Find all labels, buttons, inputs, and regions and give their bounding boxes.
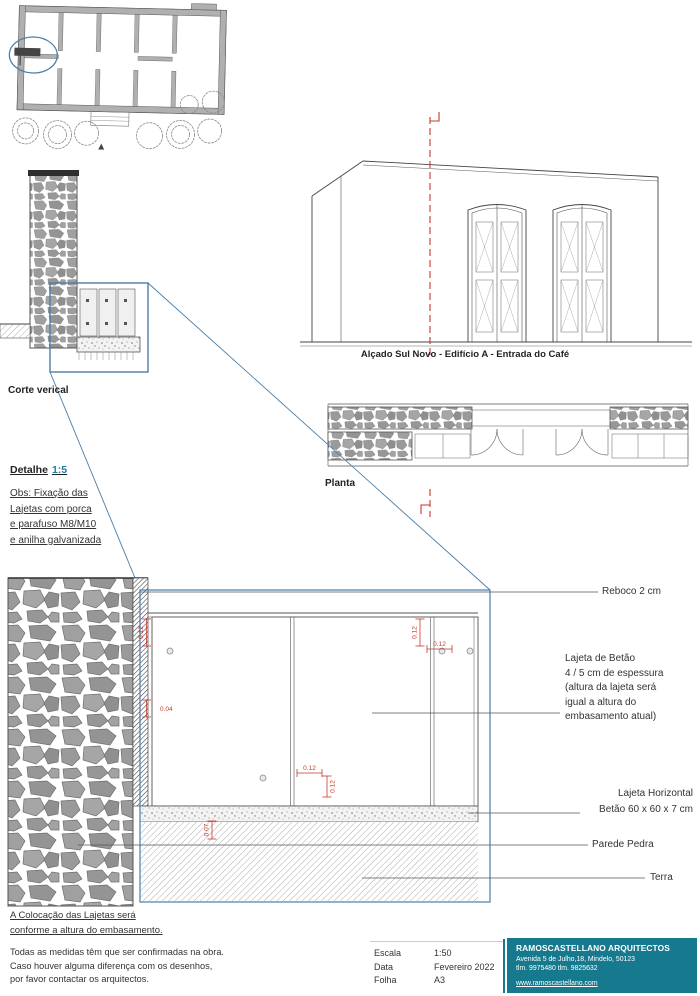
titleblock-divider xyxy=(370,941,504,942)
escala-value: 1:50 xyxy=(434,948,452,958)
lajeta-betao-line-1: Lajeta de Betão xyxy=(565,653,636,664)
tree-symbols xyxy=(12,90,225,150)
titleblock-separator xyxy=(503,939,505,993)
company-name: RAMOSCASTELLANO ARQUITECTOS xyxy=(516,943,670,953)
lajeta-horizontal-annotation: Lajeta Horizontal Betão 60 x 60 x 7 cm xyxy=(553,786,693,817)
lajeta-row-plan xyxy=(414,433,689,459)
escala-label: Escala xyxy=(374,948,402,958)
terra-annotation: Terra xyxy=(650,872,673,883)
data-value: Fevereiro 2022 xyxy=(434,961,495,972)
lajeta-betao-line-5: embasamento atual) xyxy=(565,711,657,723)
titleblock-meta: Escala 1:50 Data Fevereiro 2022 Folha A3 xyxy=(374,948,495,985)
medidas-line-1: Todas as medidas têm que ser confirmadas… xyxy=(10,947,224,957)
floor-plan-drawing xyxy=(8,3,227,150)
company-website-link[interactable]: www.ramoscastellano.com xyxy=(516,980,598,987)
stone-wall xyxy=(7,577,134,907)
dim-left-004: 0.04 xyxy=(160,706,173,713)
detalhe-scale: 1:5 xyxy=(51,464,68,476)
dimension-lines xyxy=(142,618,453,840)
reboco-annotation: Reboco 2 cm xyxy=(602,586,661,597)
company-address: Avenida 5 de Julho,18, Mindelo, 50123 xyxy=(516,955,636,963)
door-right xyxy=(552,204,612,342)
obs-line-3: e parafuso M8/M10 xyxy=(10,519,97,530)
medidas-line-3: por favor contactar os arquitectos. xyxy=(10,974,149,984)
dim-bottom-mid-horizontal: 0.12 xyxy=(303,765,316,772)
data-label: Data xyxy=(374,961,394,972)
detail-reference-circle xyxy=(8,36,58,74)
detail-drawing: 0.12 0.04 0.12 0.12 0.12 0.12 0.07 xyxy=(7,577,645,907)
planta-label: Planta xyxy=(325,478,356,489)
obs-line-2: Lajetas com porca xyxy=(10,503,92,515)
lajeta-panels-detail xyxy=(148,612,479,807)
door-swing-arcs xyxy=(470,428,609,456)
corte-vertical-drawing xyxy=(0,170,141,360)
obs-line-1: Obs: Fixação das xyxy=(10,488,88,499)
planta-drawing xyxy=(327,403,689,467)
lajeta-horizontal-band xyxy=(139,805,479,823)
folha-value: A3 xyxy=(434,975,446,985)
bolt-symbols xyxy=(166,647,474,782)
dim-top-right-horizontal: 0.12 xyxy=(433,641,446,648)
obs-note: Obs: Fixação das Lajetas com porca e par… xyxy=(10,486,101,548)
dim-top-right-vertical: 0.12 xyxy=(412,626,419,639)
medidas-note: Todas as medidas têm que ser confirmadas… xyxy=(10,946,224,987)
lajeta-horizontal-line-1: Lajeta Horizontal xyxy=(617,788,693,799)
company-panel: RAMOSCASTELLANO ARQUITECTOS Avenida 5 de… xyxy=(507,938,697,993)
colocacao-line-1: A Colocação das Lajetas será xyxy=(10,910,136,921)
lajeta-betao-line-2: 4 / 5 cm de espessura xyxy=(565,667,664,679)
elevation-drawing xyxy=(300,160,692,347)
section-cut-line xyxy=(420,112,440,517)
colocacao-line-2: conforme a altura do embasamento. xyxy=(10,925,163,936)
colocacao-note: A Colocação das Lajetas será conforme a … xyxy=(10,908,163,938)
lajeta-horizontal-line-2: Betão 60 x 60 x 7 cm xyxy=(599,803,693,815)
lajeta-panels-section xyxy=(79,288,136,337)
dim-bottom-mid-vertical: 0.12 xyxy=(330,780,337,793)
dim-007: 0.07 xyxy=(204,823,211,836)
terra-hatch xyxy=(140,822,478,901)
detail-callout xyxy=(49,282,491,591)
lajeta-betao-annotation: Lajeta de Betão 4 / 5 cm de espessura (a… xyxy=(565,652,663,725)
obs-line-4: e anilha galvanizada xyxy=(10,534,102,546)
parede-pedra-annotation: Parede Pedra xyxy=(592,839,654,850)
company-phones: tlm. 9975480 tlm. 9825632 xyxy=(516,965,598,972)
corte-vertical-label: Corte verical xyxy=(8,385,69,396)
folha-label: Folha xyxy=(374,975,397,985)
door-left xyxy=(467,204,527,342)
lajeta-betao-line-4: igual a altura do xyxy=(565,696,637,708)
detail-frame xyxy=(139,589,491,903)
dim-top-left-vertical: 0.12 xyxy=(138,626,145,639)
medidas-line-2: Caso houver alguma diferença com os dese… xyxy=(10,960,213,971)
alcado-label: Alçado Sul Novo - Edifício A - Entrada d… xyxy=(360,349,570,360)
lajeta-betao-line-3: (altura da lajeta será xyxy=(565,682,657,694)
detalhe-word: Detalhe xyxy=(10,464,48,476)
dimension-texts: 0.12 0.04 0.12 0.12 0.12 0.12 0.07 xyxy=(138,626,446,837)
detail-reference-wall xyxy=(14,47,41,57)
leader-lines xyxy=(78,591,645,879)
